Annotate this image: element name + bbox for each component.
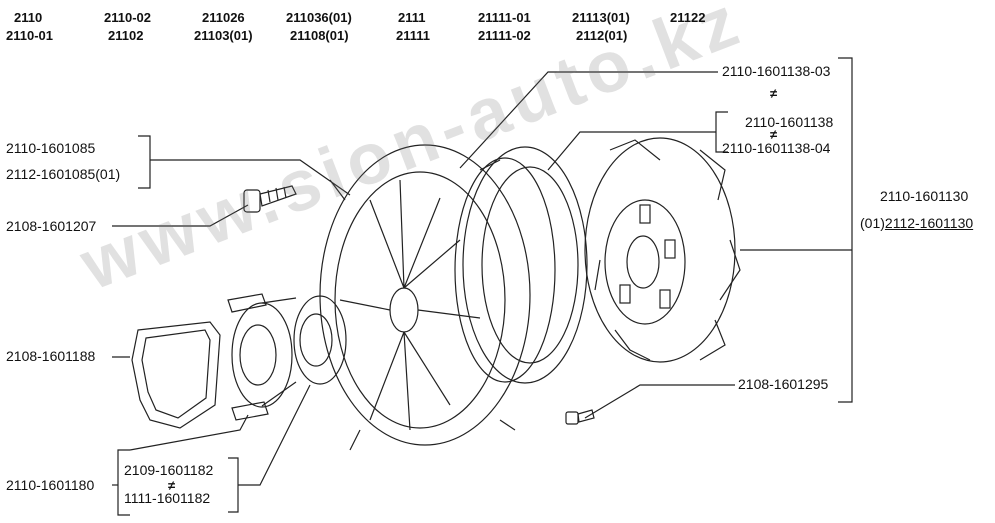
leader-bearing bbox=[238, 384, 311, 486]
part-cover-alt1: 2110-1601138 bbox=[745, 114, 834, 130]
part-disc-2-prefix: (01) bbox=[860, 215, 885, 231]
model-label: 2112(01) bbox=[576, 28, 628, 43]
leader-release-2 bbox=[129, 414, 249, 451]
part-disc-2: 2112-1601130 bbox=[884, 215, 974, 231]
driven-disc-drawing bbox=[584, 137, 741, 363]
model-label: 21111-01 bbox=[478, 10, 531, 25]
model-label: 21122 bbox=[670, 10, 706, 25]
part-pressure-plate-1: 2110-1601085 bbox=[6, 140, 96, 156]
model-label: 21111-02 bbox=[478, 28, 531, 43]
bracket-disc bbox=[838, 57, 853, 403]
part-cover-main: 2110-1601138-03 bbox=[722, 63, 831, 79]
part-bearing-1: 2109-1601182 bbox=[124, 462, 214, 478]
leader-bolt bbox=[112, 204, 249, 227]
part-bolt: 2108-1601207 bbox=[6, 218, 97, 234]
part-bearing-2: 1111-1601182 bbox=[124, 490, 211, 506]
spring-clip-drawing bbox=[131, 321, 221, 429]
part-disc-1: 2110-1601130 bbox=[880, 188, 969, 204]
part-pressure-plate-2: 2112-1601085(01) bbox=[6, 166, 121, 182]
model-label: 21103(01) bbox=[194, 28, 253, 43]
release-bearing-drawing bbox=[227, 293, 347, 421]
bracket-bearing bbox=[228, 457, 239, 513]
screw-drawing bbox=[565, 409, 595, 425]
part-screw: 2108-1601295 bbox=[738, 376, 829, 392]
leader-cover bbox=[459, 71, 718, 169]
bolt-drawing bbox=[243, 185, 297, 213]
model-label: 2111 bbox=[398, 10, 426, 25]
bracket-release bbox=[117, 449, 130, 516]
not-equal-symbol: ≠ bbox=[770, 127, 778, 142]
part-cover-alt2: 2110-1601138-04 bbox=[722, 140, 831, 156]
model-label: 211036(01) bbox=[286, 10, 352, 25]
leader-pressure-plate bbox=[150, 159, 351, 196]
part-disc-2-line: (01)2112-1601130 bbox=[860, 215, 973, 231]
leader-cover-alt bbox=[547, 131, 716, 171]
bracket-pressure-plate bbox=[138, 135, 151, 189]
pressure-plate-drawing bbox=[319, 144, 531, 451]
part-release-assembly: 2110-1601180 bbox=[6, 477, 95, 493]
not-equal-symbol: ≠ bbox=[168, 478, 176, 493]
model-label: 2110-02 bbox=[104, 10, 151, 25]
part-spring: 2108-1601188 bbox=[6, 348, 96, 364]
not-equal-symbol: ≠ bbox=[770, 86, 778, 101]
leader-screw bbox=[584, 384, 735, 419]
model-label: 2110-01 bbox=[6, 28, 53, 43]
model-label: 21108(01) bbox=[290, 28, 349, 43]
model-label: 21102 bbox=[108, 28, 144, 43]
model-label: 21113(01) bbox=[572, 10, 630, 25]
model-label: 211026 bbox=[202, 10, 245, 25]
model-label: 2110 bbox=[14, 10, 43, 25]
friction-disc-drawing bbox=[454, 146, 588, 384]
model-label: 21111 bbox=[396, 28, 430, 43]
